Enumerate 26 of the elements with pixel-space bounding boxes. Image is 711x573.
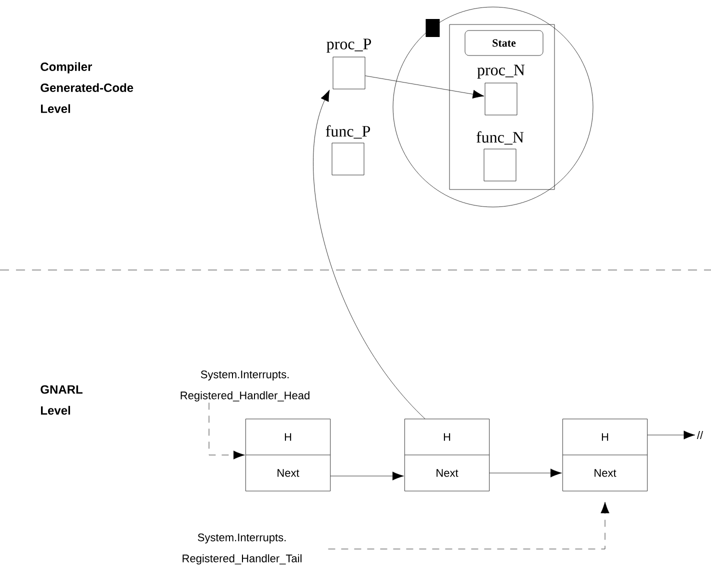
arrow [330,472,404,480]
labeled-box: proc_N [477,64,525,116]
variable-label: System.Interrupts. Registered_Handler_Tail [182,534,302,564]
list-node: H Next [562,418,648,492]
labeled-box: func_N [476,131,524,182]
arrow [328,502,610,550]
circle [392,6,594,208]
arrow [489,468,562,478]
list-node: H Next [404,418,490,492]
list-node: H Next [245,418,331,492]
labeled-box: proc_P [326,38,372,90]
arrow [313,90,426,419]
arrow [365,76,484,99]
node-label: proc_P [326,38,372,53]
node-label: proc_N [477,64,525,79]
level-label: GNARL Level [40,385,82,415]
labeled-box: func_P [326,125,370,176]
node-label: func_N [476,131,524,145]
level-label: Compiler Generated-Code Level [40,62,134,113]
state-box: State [464,30,544,56]
null-marker: // [696,430,704,440]
frame-box [449,24,555,190]
node-label: func_P [326,125,370,139]
arrow [647,430,696,440]
variable-label: System.Interrupts. Registered_Handler_Head [180,370,310,402]
arrow [208,402,245,460]
